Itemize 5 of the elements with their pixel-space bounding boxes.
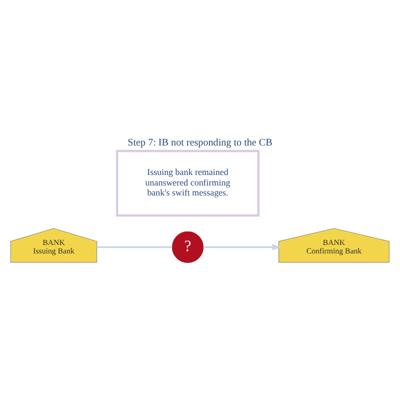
connector: [96, 246, 172, 248]
node-box: Issuing bank remained unanswered confirming bank's swift messages.: [116, 149, 260, 216]
node-circle: ?: [172, 230, 204, 262]
diagram-title: Step 7: IB not responding to the CB: [128, 137, 272, 148]
arrow: [203, 243, 282, 250]
